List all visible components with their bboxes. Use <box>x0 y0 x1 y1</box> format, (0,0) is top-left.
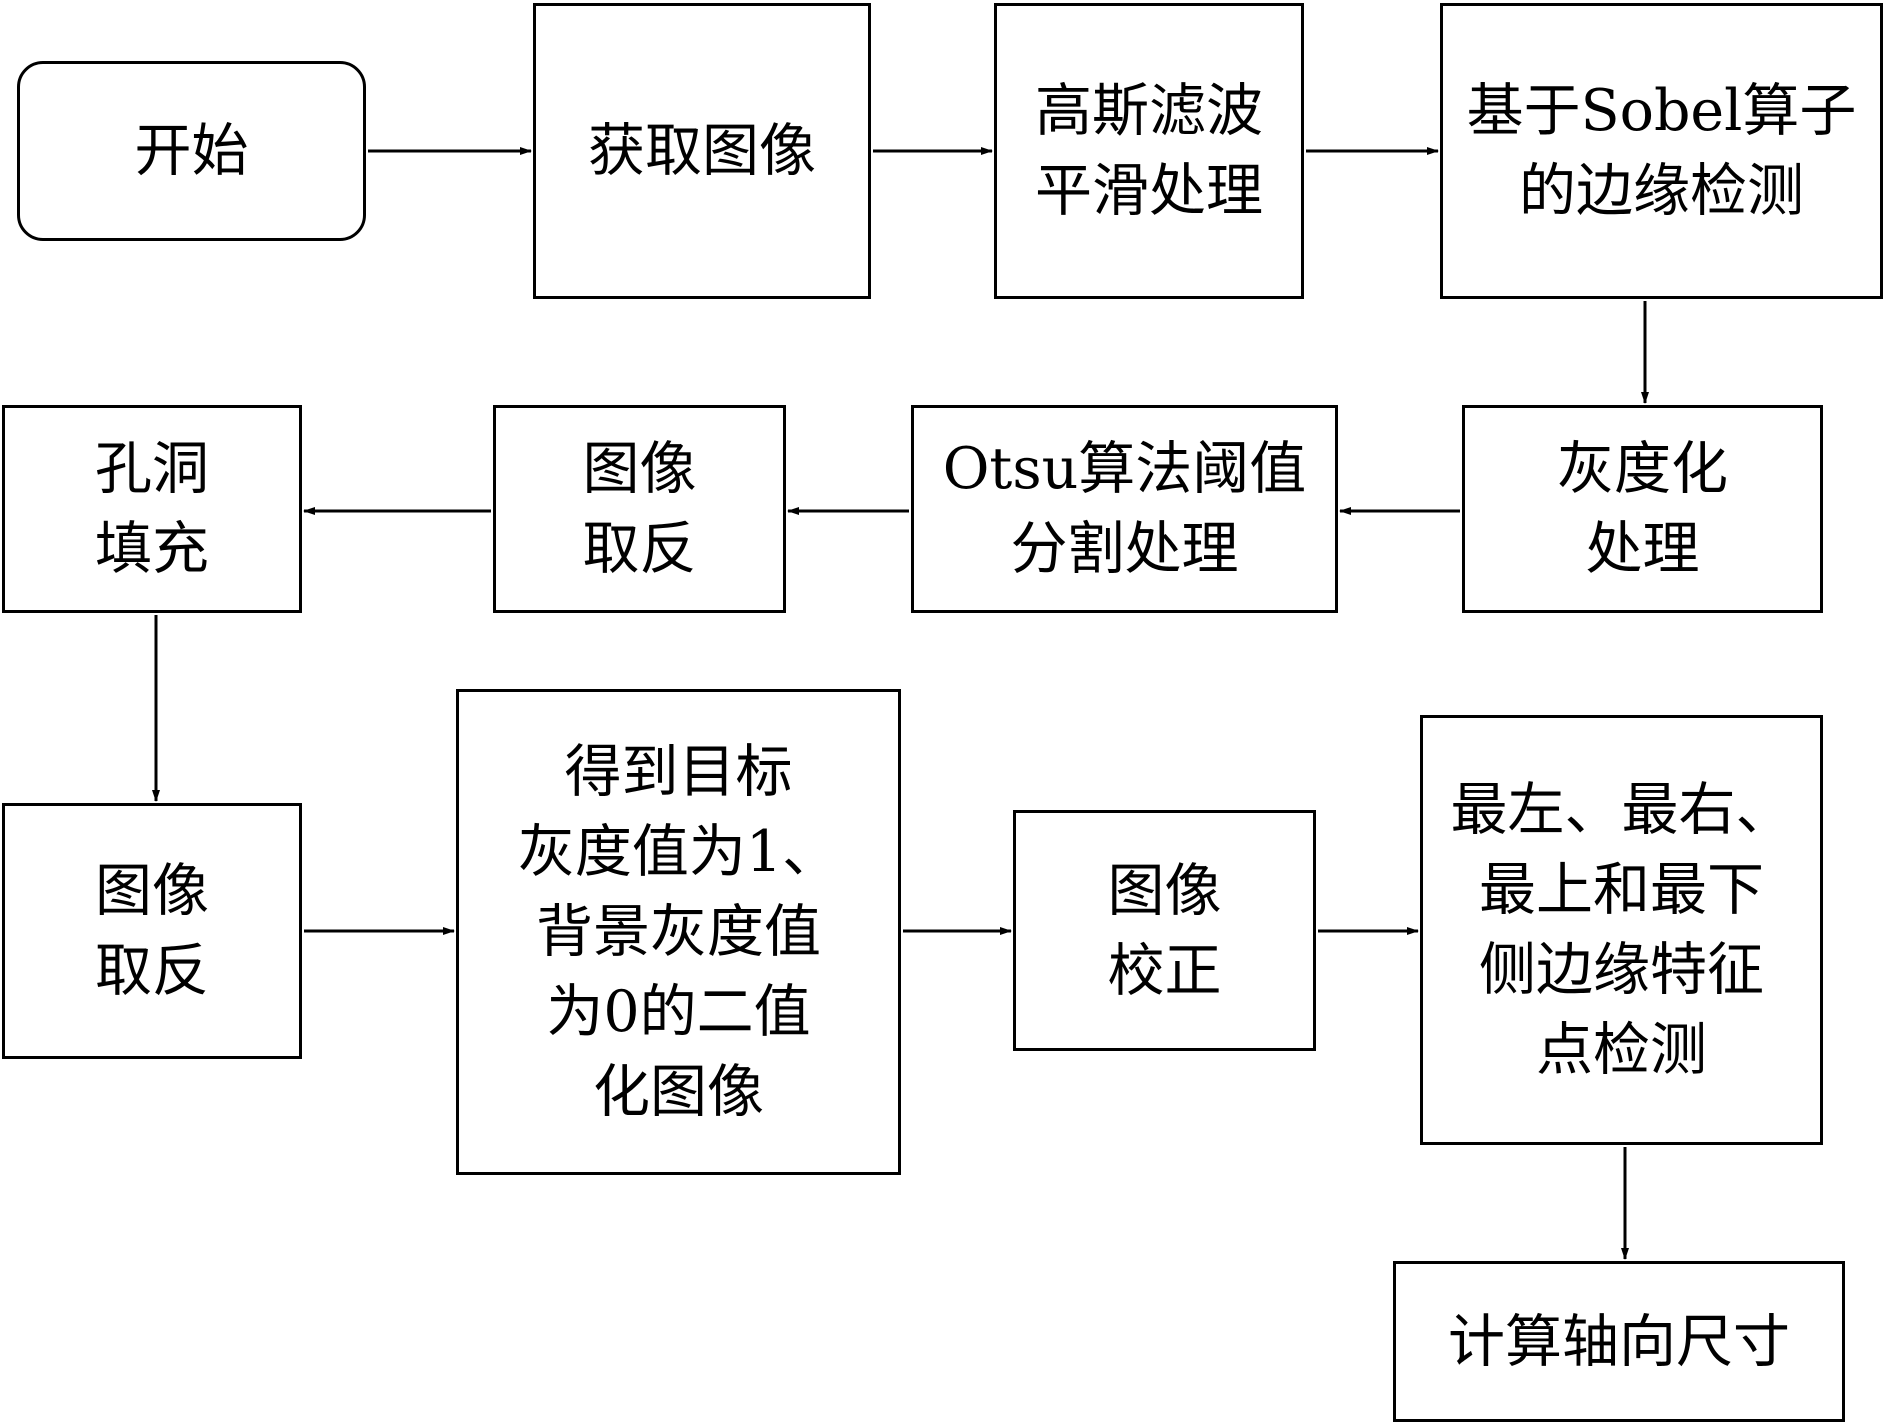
node-hole-filling: 孔洞 填充 <box>2 405 302 613</box>
node-edge-feature-points-label: 最左、最右、 最上和最下 侧边缘特征 点检测 <box>1450 777 1793 1083</box>
node-acquire-image: 获取图像 <box>533 3 871 299</box>
node-image-correction: 图像 校正 <box>1013 810 1316 1051</box>
node-grayscale-label: 灰度化 处理 <box>1557 436 1728 582</box>
node-image-correction-label: 图像 校正 <box>1107 857 1222 1004</box>
node-otsu-threshold: Otsu算法阈值 分割处理 <box>911 405 1338 613</box>
node-grayscale: 灰度化 处理 <box>1462 405 1823 613</box>
node-start: 开始 <box>17 61 366 241</box>
node-otsu-threshold-label: Otsu算法阈值 分割处理 <box>942 436 1307 582</box>
node-acquire-image-label: 获取图像 <box>588 118 816 184</box>
node-edge-feature-points: 最左、最右、 最上和最下 侧边缘特征 点检测 <box>1420 715 1823 1145</box>
node-image-invert-1: 图像 取反 <box>493 405 786 613</box>
node-calc-axial-size: 计算轴向尺寸 <box>1393 1261 1845 1422</box>
node-calc-axial-size-label: 计算轴向尺寸 <box>1448 1308 1790 1375</box>
node-gaussian-filter-label: 高斯滤波 平滑处理 <box>1035 78 1263 224</box>
node-sobel-edge-detection-label: 基于Sobel算子 的边缘检测 <box>1466 78 1857 224</box>
node-binary-image-label: 得到目标 灰度值为1、 背景灰度值 为0的二值 化图像 <box>517 739 840 1125</box>
node-image-invert-2-label: 图像 取反 <box>95 858 209 1004</box>
node-hole-filling-label: 孔洞 填充 <box>95 436 209 582</box>
node-image-invert-1-label: 图像 取反 <box>582 436 697 582</box>
node-gaussian-filter: 高斯滤波 平滑处理 <box>994 3 1304 299</box>
node-binary-image: 得到目标 灰度值为1、 背景灰度值 为0的二值 化图像 <box>456 689 901 1175</box>
node-start-label: 开始 <box>134 118 249 184</box>
node-sobel-edge-detection: 基于Sobel算子 的边缘检测 <box>1440 3 1883 299</box>
node-image-invert-2: 图像 取反 <box>2 803 302 1059</box>
